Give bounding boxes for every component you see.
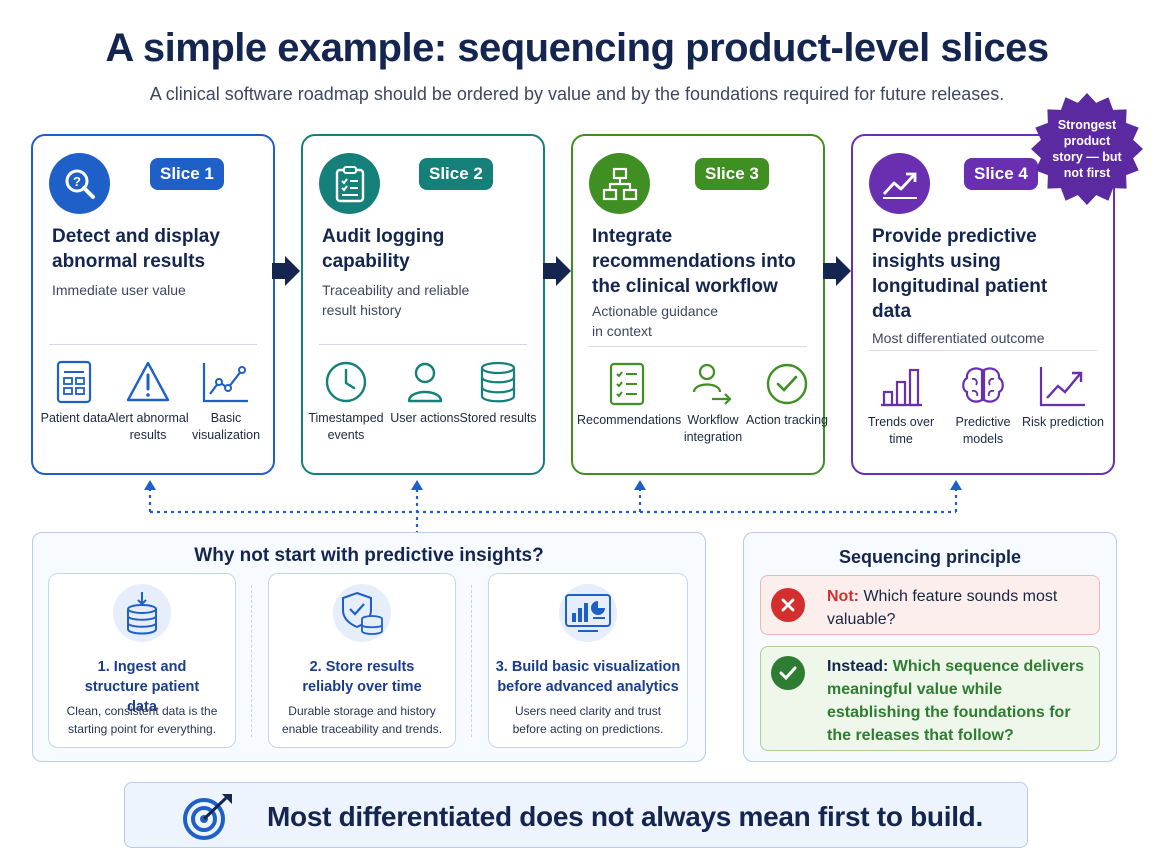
clock-icon bbox=[325, 361, 367, 403]
why-card-title: 1. Ingest and structure patient data bbox=[84, 659, 200, 715]
dotted-connectors bbox=[144, 480, 962, 534]
checklist-icon bbox=[609, 362, 645, 406]
slice-title: Provide predictive insights using longit… bbox=[872, 226, 1048, 322]
slice-label: Slice 4 bbox=[964, 158, 1038, 190]
starburst-shape bbox=[1031, 93, 1143, 205]
database-icon bbox=[480, 361, 516, 403]
search-icon: ? bbox=[49, 153, 110, 214]
feature-label: Workflow integration bbox=[683, 413, 743, 444]
instead-text: Instead: Which sequence delivers meaning… bbox=[827, 655, 1091, 747]
starburst-badge: Strongest product story — but not first bbox=[1030, 92, 1144, 206]
feature-patient-data: Patient data bbox=[29, 360, 119, 427]
feature-label: Stored results bbox=[459, 411, 537, 425]
database-ingest-icon bbox=[113, 584, 171, 642]
divider bbox=[49, 344, 257, 345]
instead-question: Which sequence delivers meaningful value… bbox=[827, 658, 1084, 744]
feature-predictive-models: Predictive models bbox=[938, 364, 1028, 448]
feature-alert: Alert abnormal results bbox=[103, 360, 193, 444]
divider bbox=[251, 585, 252, 737]
why-card-title: 3. Build basic visualization before adva… bbox=[495, 659, 681, 695]
user-icon bbox=[407, 362, 443, 403]
slice-label: Slice 2 bbox=[419, 158, 493, 190]
feature-label: Predictive models bbox=[955, 415, 1011, 446]
slice-description: Actionable guidance in context bbox=[592, 303, 719, 339]
alert-icon bbox=[126, 361, 170, 402]
slice-title: Audit logging capability bbox=[322, 226, 445, 272]
feature-action-tracking: Action tracking bbox=[742, 362, 832, 429]
slice-description: Immediate user value bbox=[52, 282, 186, 298]
dashboard-chart-icon bbox=[559, 584, 617, 642]
slice-label: Slice 1 bbox=[150, 158, 224, 190]
target-icon bbox=[183, 794, 232, 840]
svg-text:?: ? bbox=[73, 174, 81, 189]
slice-card-1: ? Slice 1 Detect and display abnormal re… bbox=[31, 134, 275, 475]
feature-label: User actions bbox=[390, 411, 460, 425]
divider bbox=[319, 344, 527, 345]
not-box: Not: Which feature sounds most valuable? bbox=[760, 575, 1100, 635]
bottom-banner: Most differentiated does not always mean… bbox=[124, 782, 1028, 848]
line-chart-icon bbox=[202, 363, 248, 403]
feature-workflow-integration: Workflow integration bbox=[668, 362, 758, 446]
slice-title: Detect and display abnormal results bbox=[52, 226, 220, 272]
feature-label: Patient data bbox=[40, 411, 108, 425]
divider bbox=[869, 350, 1097, 351]
patient-data-icon bbox=[56, 360, 92, 404]
risk-trend-icon bbox=[1039, 367, 1085, 407]
feature-label: Basic visualization bbox=[191, 411, 261, 442]
page-title: A simple example: sequencing product-lev… bbox=[105, 26, 1049, 70]
badge-text: Strongest product story — but not first bbox=[1052, 118, 1122, 180]
divider bbox=[589, 346, 807, 347]
workflow-icon bbox=[589, 153, 650, 214]
shield-database-icon bbox=[333, 584, 391, 642]
banner-text: Most differentiated does not always mean… bbox=[267, 801, 983, 832]
feature-timestamped-events: Timestamped events bbox=[301, 360, 391, 444]
why-card-1: 1. Ingest and structure patient data Cle… bbox=[48, 573, 236, 748]
not-text: Not: Which feature sounds most valuable? bbox=[827, 585, 1091, 631]
divider bbox=[471, 585, 472, 737]
why-card-3: 3. Build basic visualization before adva… bbox=[488, 573, 688, 748]
feature-label: Alert abnormal results bbox=[107, 411, 189, 442]
trend-up-icon bbox=[869, 153, 930, 214]
feature-label: Action tracking bbox=[746, 413, 828, 427]
instead-box: Instead: Which sequence delivers meaning… bbox=[760, 646, 1100, 751]
why-card-title: 2. Store results reliably over time bbox=[302, 659, 422, 695]
check-circle-icon bbox=[771, 656, 805, 690]
why-card-description: Durable storage and history enable trace… bbox=[281, 704, 443, 736]
feature-stored-results: Stored results bbox=[453, 360, 543, 427]
why-card-description: Users need clarity and trust before acti… bbox=[512, 704, 664, 736]
user-flow-icon bbox=[692, 363, 732, 405]
page-subtitle: A clinical software roadmap should be or… bbox=[149, 84, 1005, 104]
clipboard-icon bbox=[319, 153, 380, 214]
slice-title: Integrate recommendations into the clini… bbox=[592, 226, 796, 297]
check-circle-icon bbox=[766, 363, 808, 405]
instead-prefix: Instead: bbox=[827, 658, 889, 675]
feature-label: Recommendations bbox=[577, 413, 682, 427]
slice-card-2: Slice 2 Audit logging capability Traceab… bbox=[301, 134, 545, 475]
arrow-right-icon bbox=[823, 256, 851, 286]
feature-label: Timestamped events bbox=[308, 411, 384, 442]
why-card-2: 2. Store results reliably over time Dura… bbox=[268, 573, 456, 748]
bar-chart-icon bbox=[881, 368, 922, 407]
why-title: Why not start with predictive insights? bbox=[194, 545, 544, 566]
arrow-right-icon bbox=[543, 256, 571, 286]
slice-card-4: Slice 4 Provide predictive insights usin… bbox=[851, 134, 1115, 475]
slice-description: Traceability and reliable result history bbox=[322, 282, 470, 318]
slice-card-3: Slice 3 Integrate recommendations into t… bbox=[571, 134, 828, 475]
feature-recommendations: Recommendations bbox=[577, 362, 682, 429]
arrow-right-icon bbox=[272, 256, 300, 286]
feature-visualization: Basic visualization bbox=[181, 360, 271, 444]
not-prefix: Not: bbox=[827, 588, 859, 605]
slice-description: Most differentiated outcome bbox=[872, 330, 1045, 346]
feature-risk-prediction: Risk prediction bbox=[1018, 364, 1108, 431]
principle-title: Sequencing principle bbox=[838, 547, 1022, 567]
feature-label: Risk prediction bbox=[1022, 415, 1104, 429]
x-circle-icon bbox=[771, 588, 805, 622]
feature-user-actions: User actions bbox=[380, 360, 470, 427]
feature-trends: Trends over time bbox=[856, 364, 946, 448]
brain-icon bbox=[962, 367, 1004, 403]
not-question: Which feature sounds most valuable? bbox=[827, 588, 1058, 628]
slice-label: Slice 3 bbox=[695, 158, 769, 190]
why-card-description: Clean, consistent data is the starting p… bbox=[66, 704, 218, 736]
feature-label: Trends over time bbox=[867, 415, 935, 446]
